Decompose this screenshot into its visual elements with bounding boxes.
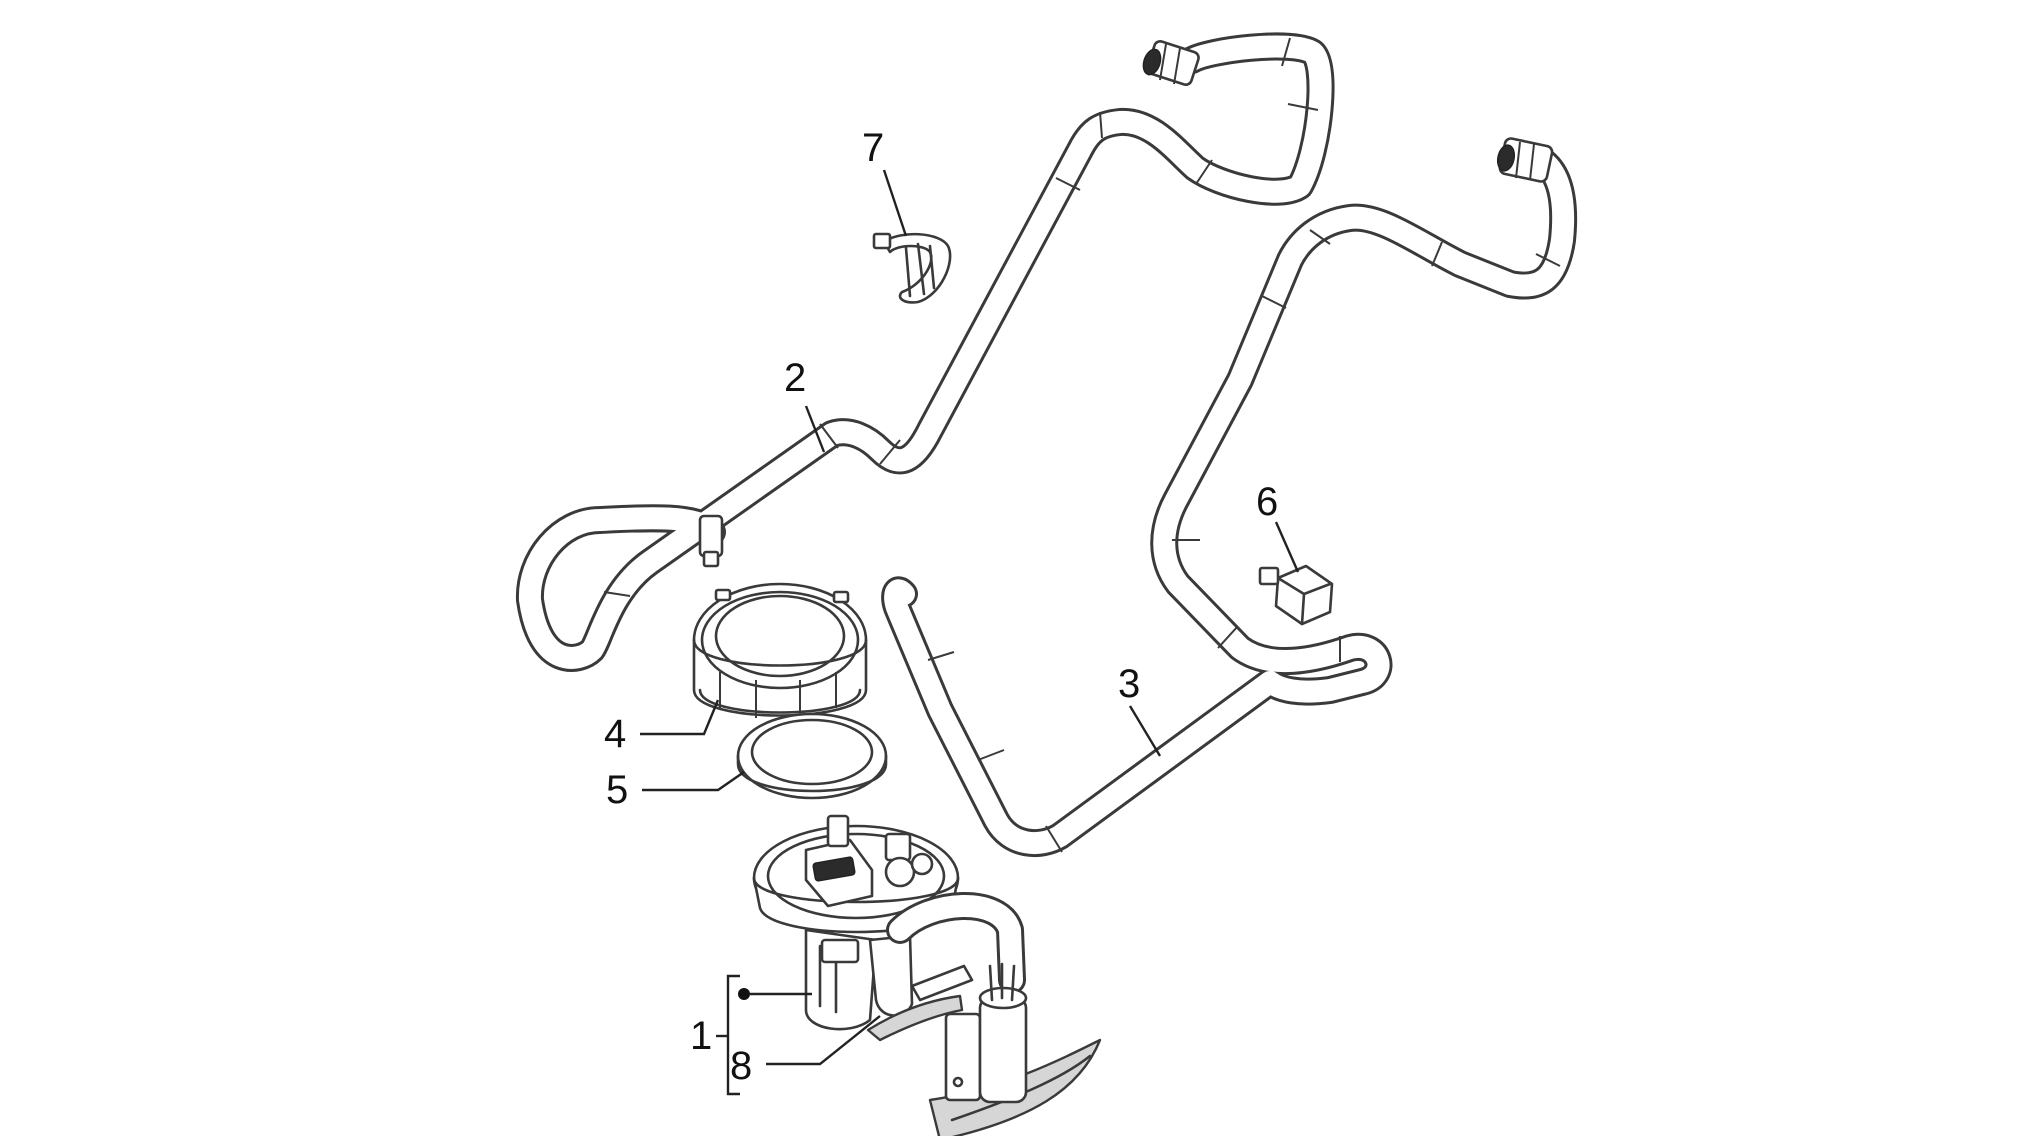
callout-7: 7 bbox=[862, 126, 885, 170]
part-5-gasket bbox=[736, 712, 888, 800]
part-6-clip bbox=[1258, 564, 1334, 626]
callout-3: 3 bbox=[1118, 662, 1141, 706]
part-7-hose-clamp bbox=[872, 232, 952, 304]
leader-5 bbox=[642, 771, 745, 792]
callout-6: 6 bbox=[1256, 480, 1279, 524]
leader-6 bbox=[1274, 521, 1300, 573]
callout-4: 4 bbox=[604, 712, 627, 756]
callout-1: 1 bbox=[690, 1014, 713, 1058]
part-1-fuel-pump-assembly bbox=[752, 814, 1102, 1136]
hose-3-quick-connector bbox=[1496, 137, 1554, 183]
callout-8: 8 bbox=[730, 1044, 753, 1088]
leader-lines bbox=[640, 169, 1300, 1096]
hose-2-quick-connector bbox=[1142, 39, 1200, 87]
part-3-fuel-hose bbox=[881, 137, 1578, 858]
hose-2-end-fitting bbox=[698, 514, 724, 568]
callout-5: 5 bbox=[606, 768, 629, 812]
leader-7 bbox=[882, 169, 908, 237]
part-2-fuel-hose bbox=[515, 32, 1335, 672]
part-4-ring-nut bbox=[692, 582, 868, 718]
leader-3 bbox=[1128, 705, 1162, 757]
leader-1-dot bbox=[738, 988, 750, 1000]
leader-4 bbox=[640, 699, 720, 736]
callout-2: 2 bbox=[784, 356, 807, 400]
leader-8 bbox=[766, 1015, 881, 1066]
leader-2 bbox=[804, 405, 826, 453]
